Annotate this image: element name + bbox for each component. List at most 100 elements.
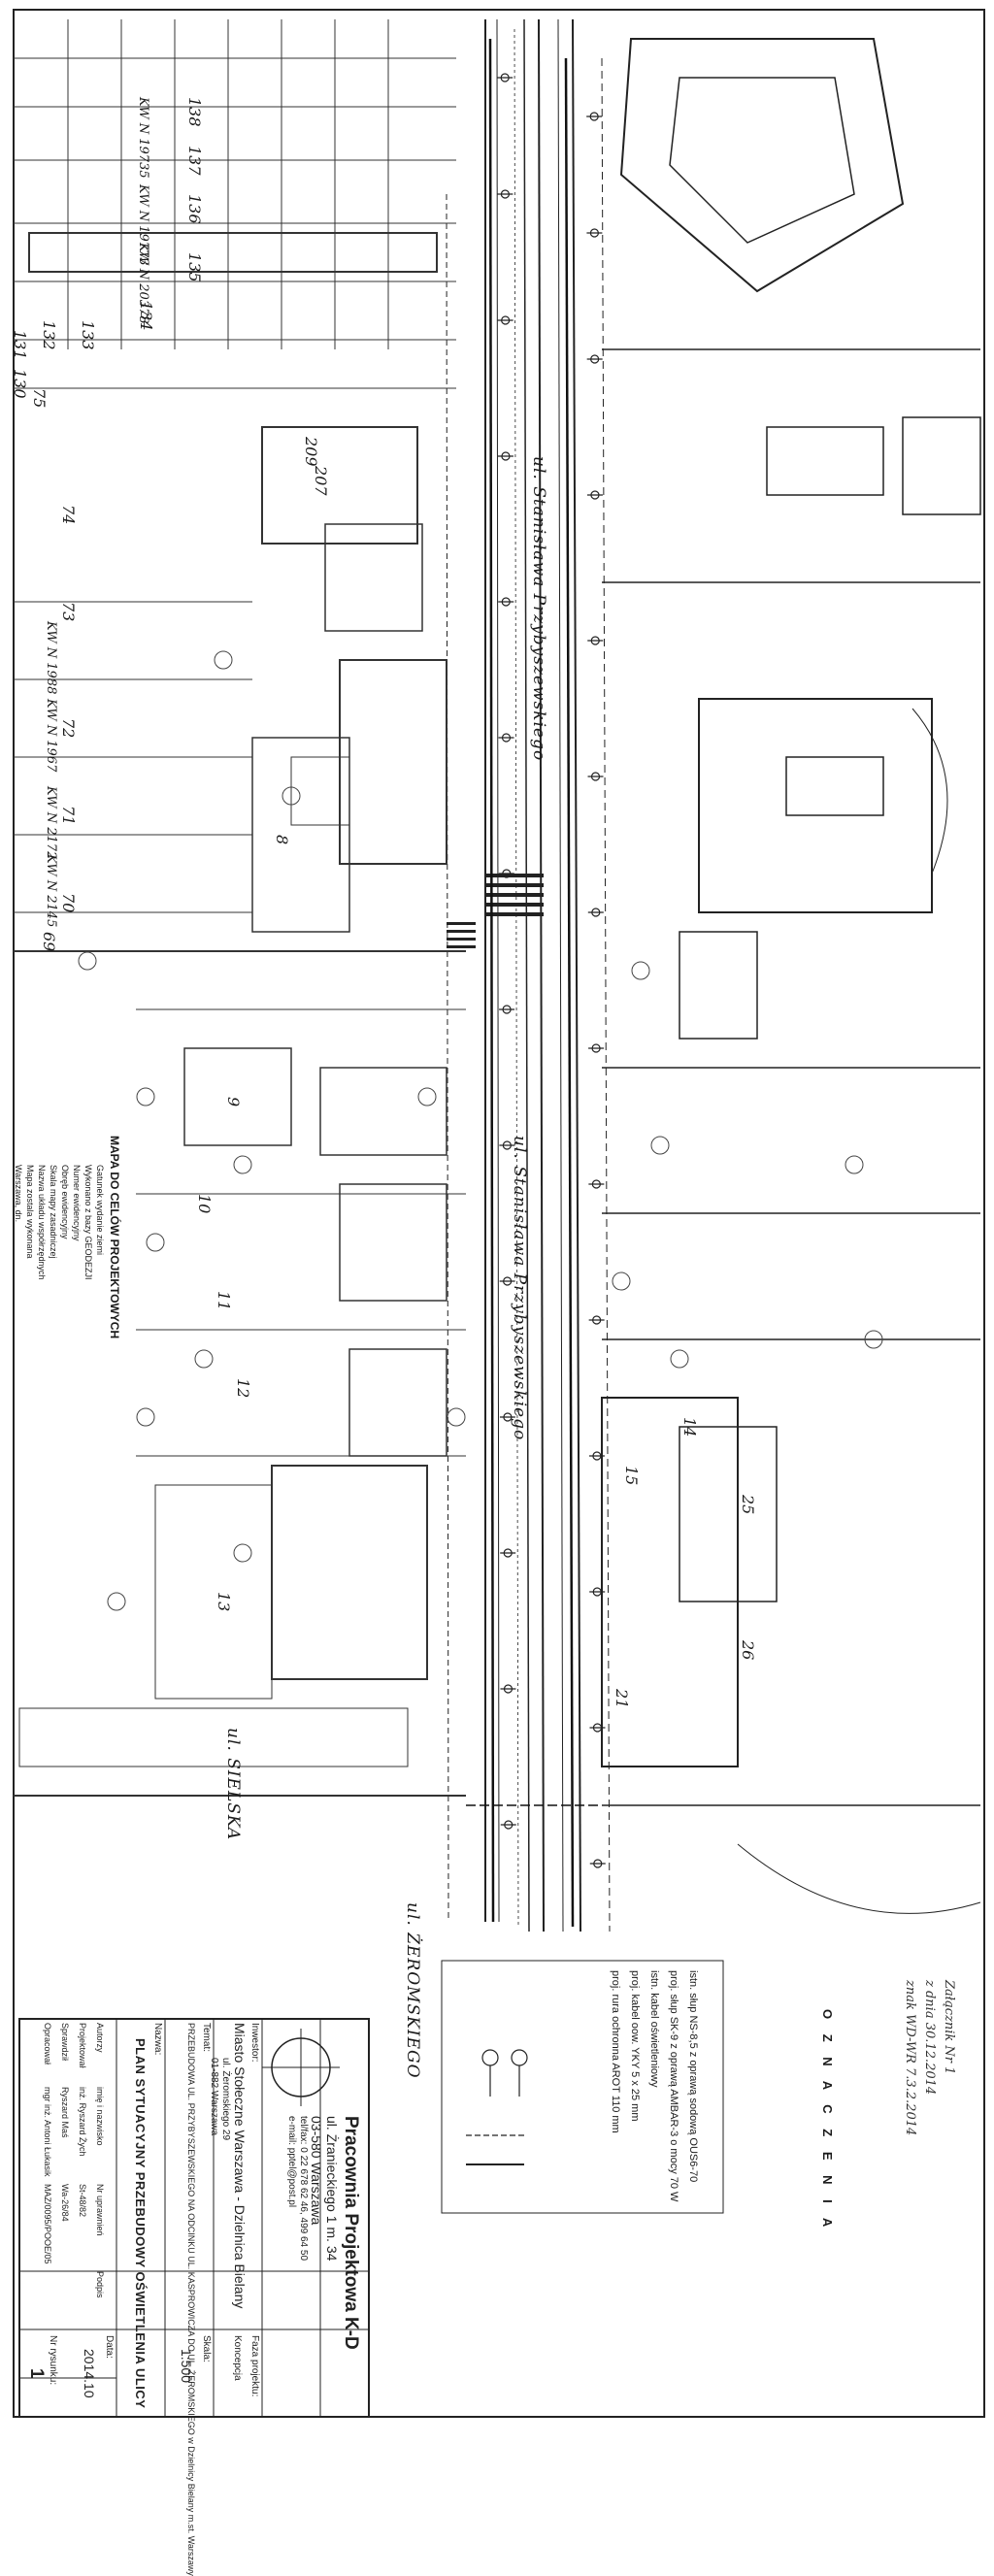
parcel-number: 73	[59, 602, 78, 622]
phase-label: Faza projektu:	[249, 2335, 260, 2397]
tree-symbol	[670, 1349, 689, 1369]
parcel-number: 13	[215, 1592, 233, 1612]
parcel-number: 138	[185, 97, 204, 127]
parcel-number: 21	[613, 1689, 631, 1709]
tree-symbol	[845, 1155, 864, 1174]
title-block-role-cell: Projektował	[78, 2023, 87, 2068]
tree-symbol	[233, 1155, 252, 1174]
street-label-main-2: ul. Stanisława Przybyszewskiego	[510, 1136, 529, 1441]
company-phone: tel/fax: 0 22 678 62 46, 499 64 50	[298, 2116, 309, 2262]
map-card-line: Nazwa układu współrzędnych	[37, 1165, 47, 1280]
parcel-number: 9	[224, 1097, 243, 1107]
legend-item: proj. rura ochronna AROT 110 mm	[610, 1970, 621, 2133]
land-register-label: KW N 1988	[44, 621, 58, 695]
parcel-number: 14	[680, 1417, 699, 1437]
land-register-label: KW N 2145	[44, 854, 58, 928]
tree-symbol	[417, 1087, 437, 1106]
sheet-number: 1	[26, 2368, 47, 2379]
title-block-signature-cell: Podpis	[95, 2271, 105, 2298]
investor-name: Miasto Stołeczne Warszawa - Dzielnica Bi…	[232, 2023, 248, 2309]
parcel-number: 12	[234, 1378, 252, 1399]
drawing-title: PLAN SYTUACYJNY PRZEBUDOWY OŚWIETLENIA U…	[133, 2038, 148, 2409]
parcel-number: 70	[59, 893, 78, 913]
scale-value: 1:500	[179, 2349, 194, 2384]
investor-label: Inwestor:	[249, 2023, 260, 2063]
land-register-label: KW N 1967	[44, 699, 58, 773]
legend-heading: O Z N A C Z E N I A	[820, 2009, 835, 2233]
buildings-right	[601, 38, 981, 1914]
parcel-number: 72	[59, 718, 78, 739]
land-register-label: KW N 19735	[136, 97, 150, 179]
subject-label: Temat:	[201, 2023, 212, 2053]
date-label: Data:	[104, 2335, 115, 2359]
legend-item: proj. słup SK-9 z oprawą AMBAR-3 o mocy …	[668, 1970, 679, 2202]
company-address-1: ul. Żranieckiego 1 m. 34	[324, 2116, 340, 2262]
tree-symbol	[194, 1349, 214, 1369]
legend-item: proj. kabel oow. YKY 5 x 25 mm	[629, 1970, 641, 2122]
scale-label: Skala:	[201, 2335, 212, 2362]
title-block-role-cell: Opracował	[43, 2023, 52, 2065]
parcels-top-left	[14, 19, 456, 632]
street-label-zeromskiego: ul. ŻEROMSKIEGO	[403, 1902, 422, 2079]
parcel-number: 75	[30, 388, 49, 409]
title-block-name-cell: imię i nazwisko	[95, 2087, 105, 2146]
map-certificate-card: MAPA DO CELÓW PROJEKTOWYCH Gatunek wydan…	[10, 1136, 126, 1660]
title-block-name-cell: inż. Ryszard Żych	[78, 2087, 87, 2157]
tree-symbol	[631, 961, 650, 980]
street-label-main: ul. Stanisława Przybyszewskiego	[529, 456, 548, 762]
title-block-licence-cell: Nr uprawnień	[95, 2184, 105, 2236]
parcel-number: 25	[739, 1495, 757, 1515]
parcels-left	[14, 601, 466, 1797]
drawing-label: Nazwa:	[152, 2023, 163, 2056]
parcel-number: 209	[302, 437, 320, 467]
tree-symbol	[136, 1407, 155, 1427]
tree-symbol	[447, 1407, 466, 1427]
phase-value: Koncepcja	[232, 2335, 243, 2381]
legend-item: istn. słup NS-8,5 z oprawą sodową OUS6-7…	[687, 1970, 699, 2183]
sheet-frame	[13, 9, 985, 2418]
site-plan-map	[13, 9, 985, 2418]
subject-value: PRZEBUDOWA UL. PRZYBYSZEWSKIEGO NA ODCIN…	[186, 2023, 196, 2576]
map-card-line: Wykonano z bazy GEODEZJI	[83, 1165, 93, 1280]
legend-item: istn. kabel oświetleniowy	[648, 1970, 660, 2088]
parcel-number: 131	[11, 330, 29, 360]
parcel-number: 15	[622, 1466, 641, 1486]
map-card-line: Numer ewidencyjny	[72, 1165, 82, 1241]
parcel-number: 74	[59, 505, 78, 525]
crosswalks	[447, 874, 544, 948]
legend-symbols	[441, 1960, 724, 2214]
stamp-line-3: znak WD-WR 7.3.2.2014	[903, 1980, 917, 2136]
map-card-line: Obręb ewidencyjny	[60, 1165, 70, 1239]
street-label-sielska: ul. SIELSKA	[223, 1728, 243, 1841]
parcel-number: 133	[79, 320, 97, 350]
title-block-grid	[18, 2018, 370, 2418]
title-block-name-cell: Ryszard Maś	[60, 2087, 70, 2138]
tree-symbol	[136, 1087, 155, 1106]
tree-symbol	[650, 1136, 670, 1155]
tree-symbol	[282, 786, 301, 806]
title-block-role-cell: Autorzy	[95, 2023, 105, 2053]
parcel-number: 135	[185, 252, 204, 282]
sheet-label: Nr rysunku:	[48, 2335, 58, 2386]
tree-symbol	[233, 1543, 252, 1563]
map-card-line: Mapa zostala wykonana	[25, 1165, 35, 1259]
date-value: 2014.10	[82, 2349, 97, 2398]
stamp-line-1: Załącznik Nr 1	[942, 1980, 956, 2075]
company-address-2: 03-580 Warszawa	[309, 2116, 324, 2226]
parcel-number: 207	[312, 466, 330, 496]
stamp-line-2: z dnia 30.12.2014	[922, 1980, 937, 2096]
parcel-number: 26	[739, 1640, 757, 1661]
investor-address-1: ul. Żeromskiego 29	[220, 2058, 231, 2141]
lamp-posts	[497, 73, 606, 1868]
main-road	[446, 18, 611, 1932]
parcel-number: 69	[40, 932, 58, 952]
title-block-licence-cell: Wa-26/84	[60, 2184, 70, 2222]
parcel-number: 8	[273, 835, 291, 845]
tree-symbol	[864, 1330, 883, 1349]
title-block-role-cell: Sprawdził	[60, 2023, 70, 2062]
land-register-label: KW N 2172	[44, 786, 58, 860]
parcel-number: 71	[59, 806, 78, 826]
parcel-number: 132	[40, 320, 58, 350]
parcel-number: 10	[195, 1194, 214, 1214]
map-card-line: Gatunek wydanie ziemi	[95, 1165, 105, 1256]
